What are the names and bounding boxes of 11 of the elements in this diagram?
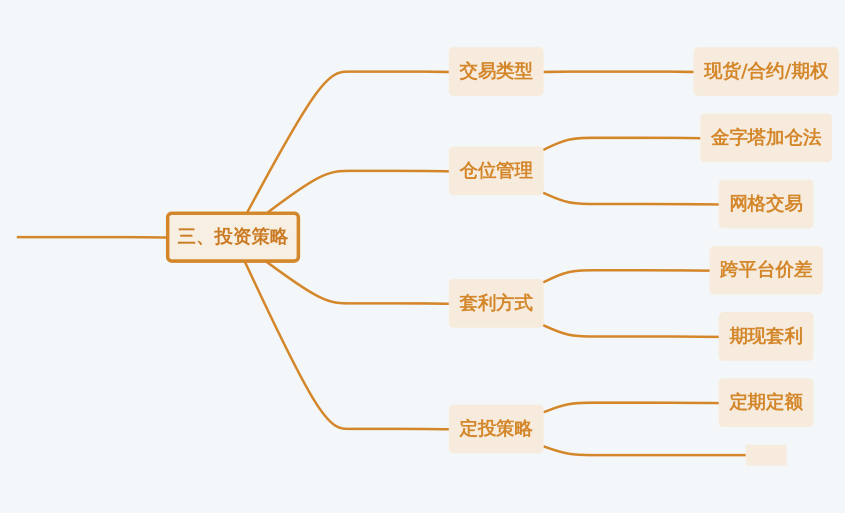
connector bbox=[544, 70, 694, 74]
connector bbox=[542, 192, 720, 206]
node-box bbox=[746, 444, 787, 466]
connector bbox=[16, 236, 168, 239]
connector bbox=[244, 261, 450, 431]
connector bbox=[265, 260, 450, 306]
connector bbox=[542, 269, 710, 284]
connector bbox=[543, 402, 720, 414]
connector bbox=[542, 136, 702, 152]
connector bbox=[543, 445, 746, 456]
connector bbox=[542, 324, 720, 338]
